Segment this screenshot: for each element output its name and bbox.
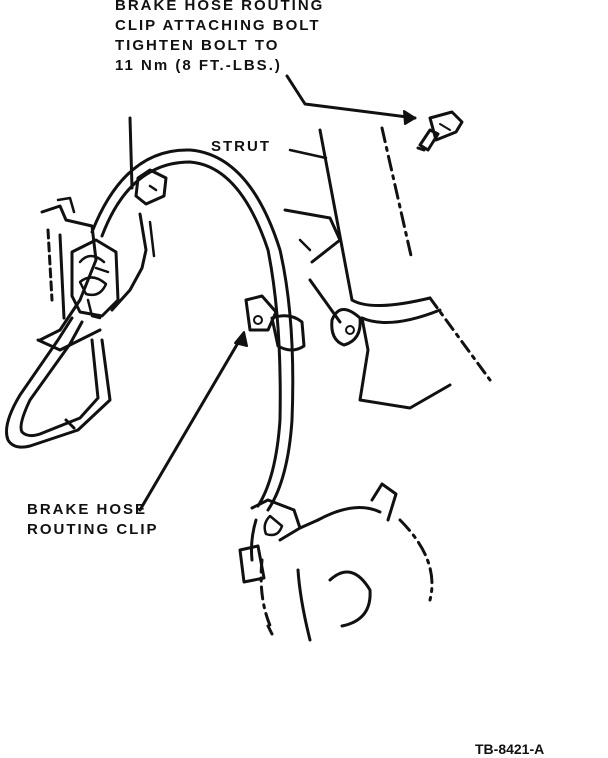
figure-id: TB-8421-A xyxy=(475,741,545,757)
lower-hose-fitting xyxy=(238,498,302,636)
clip-callout-line-1: BRAKE HOSE xyxy=(27,501,148,518)
strut-label: STRUT xyxy=(211,138,271,155)
bolt-leader-line xyxy=(285,74,417,125)
brake-hose xyxy=(90,148,295,512)
clip-callout-line-2: ROUTING CLIP xyxy=(27,521,159,538)
upper-hose-bracket xyxy=(110,116,168,312)
fender-bracket xyxy=(36,196,102,352)
bolt-callout-line-4: 11 Nm (8 FT.-LBS.) xyxy=(115,57,282,74)
junction-block xyxy=(70,238,120,320)
bolt-callout-line-3: TIGHTEN BOLT TO xyxy=(115,37,280,54)
hose-routing-clip xyxy=(244,294,306,352)
strut xyxy=(283,126,492,410)
strut-leader-line xyxy=(288,148,328,160)
attaching-bolt xyxy=(416,110,464,152)
brake-line-loop xyxy=(5,316,112,449)
bolt-callout-line-2: CLIP ATTACHING BOLT xyxy=(115,17,321,34)
bolt-callout: BRAKE HOSE ROUTING CLIP ATTACHING BOLT T… xyxy=(115,0,324,76)
clip-callout: BRAKE HOSE ROUTING CLIP xyxy=(27,500,159,540)
bolt-callout-line-1: BRAKE HOSE ROUTING xyxy=(115,0,325,14)
clip-leader-line xyxy=(138,331,248,512)
